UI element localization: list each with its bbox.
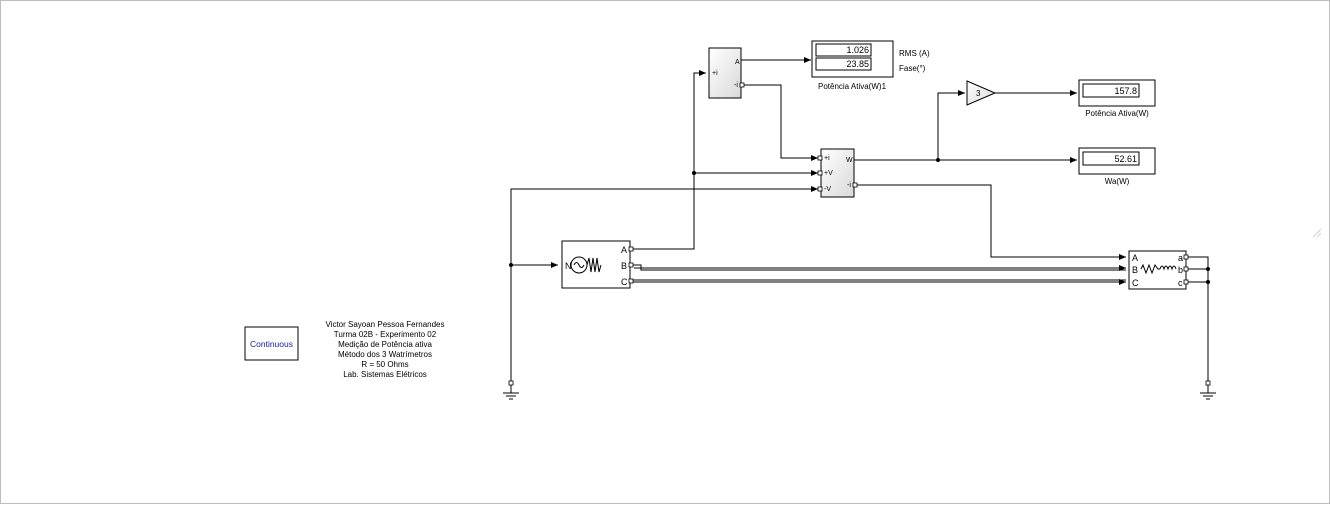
three-phase-load-block[interactable]: A B C a b c — [1128, 250, 1189, 290]
display-field — [815, 57, 872, 71]
powergui-label: Continuous — [250, 339, 293, 349]
port-label: A — [735, 59, 740, 66]
display-value: 23.85 — [846, 59, 869, 69]
note-line: Lab. Sistemas Elétricos — [343, 370, 427, 379]
junction-dot — [509, 263, 513, 267]
port-label: N — [565, 261, 572, 271]
display-caption: Potência Ativa(W) — [1085, 109, 1149, 118]
wire-voltage-minus — [510, 186, 818, 381]
port-label: B — [1132, 265, 1138, 275]
resize-grip-icon[interactable] — [1312, 228, 1322, 238]
port-label: C — [1132, 278, 1139, 288]
port-label: -V — [824, 186, 831, 193]
wires — [509, 57, 1210, 381]
port-square — [628, 278, 634, 284]
port-label: +i — [712, 70, 718, 77]
port-square — [1183, 254, 1189, 260]
current-measurement-block[interactable]: +i A -i — [708, 47, 745, 99]
port-label: W — [846, 157, 853, 164]
rl-load-icon — [1140, 263, 1177, 275]
junction-dot — [936, 158, 940, 162]
gain-value: 3 — [976, 89, 981, 98]
wire-load-out-a — [1186, 256, 1209, 381]
port-label: A — [621, 245, 627, 255]
display-caption: Potência Ativa(W)1 — [818, 82, 887, 91]
signal-label: RMS (A) — [899, 49, 930, 58]
port-label: -i — [734, 82, 738, 89]
note-line: Método dos 3 Watrímetros — [338, 350, 432, 359]
port-label: c — [1178, 278, 1183, 288]
display-value: 157.8 — [1114, 86, 1137, 96]
display-rms-phase[interactable]: 1.026 23.85 RMS (A) Fase(°) Potência Ati… — [811, 40, 930, 91]
junction-dot — [1206, 280, 1210, 284]
display-total-power[interactable]: 157.8 Potência Ativa(W) — [1078, 79, 1156, 118]
port-label: B — [621, 261, 627, 271]
port-square — [817, 186, 823, 192]
display-value: 1.026 — [846, 45, 869, 55]
port-label: b — [1178, 265, 1183, 275]
wire-current-to-wattmeter — [742, 84, 818, 161]
wire-load-a — [854, 184, 1126, 260]
signal-label: Fase(°) — [899, 64, 926, 73]
powergui-block[interactable]: Continuous — [244, 326, 299, 361]
wire-w-to-gain — [937, 90, 965, 160]
port-square — [1183, 266, 1189, 272]
display-caption: Wa(W) — [1105, 177, 1130, 186]
port-square — [739, 82, 745, 88]
wire-load-b2 — [634, 267, 1126, 271]
port-square — [852, 182, 858, 188]
note-line: Medição de Potência ativa — [338, 340, 432, 349]
note-line: R = 50 Ohms — [361, 360, 408, 369]
port-label: +i — [824, 155, 830, 162]
display-value: 52.61 — [1114, 154, 1137, 164]
port-square — [628, 246, 634, 252]
port-square — [1183, 279, 1189, 285]
three-phase-source-block[interactable]: N A B C — [561, 240, 634, 289]
port-square — [817, 155, 823, 161]
junction-dot — [1206, 267, 1210, 271]
junction-dot — [692, 171, 696, 175]
display-field — [1082, 151, 1140, 166]
annotation-notes: Victor Sayoan Pessoa Fernandes Turma 02B… — [325, 320, 444, 379]
display-field — [1082, 83, 1140, 98]
port-label: a — [1178, 253, 1183, 263]
port-label: A — [1132, 253, 1138, 263]
display-phase-power[interactable]: 52.61 Wa(W) — [1078, 147, 1156, 186]
ground-right-icon[interactable] — [1200, 380, 1216, 400]
wire-load-b — [631, 264, 1126, 271]
display-field — [815, 43, 872, 57]
ground-left-icon[interactable] — [503, 380, 519, 400]
wire-phase-a — [631, 70, 706, 250]
ac-source-icon — [570, 256, 602, 274]
port-square — [628, 262, 634, 268]
gain-block[interactable]: 3 — [966, 80, 997, 106]
note-line: Turma 02B - Experimento 02 — [334, 330, 437, 339]
port-label: -i — [847, 182, 851, 189]
wattmeter-block[interactable]: +i +V -V W -i — [817, 148, 858, 198]
port-square — [817, 170, 823, 176]
note-line: Victor Sayoan Pessoa Fernandes — [325, 320, 444, 329]
port-label: +V — [824, 170, 833, 177]
port-label: C — [621, 277, 628, 287]
